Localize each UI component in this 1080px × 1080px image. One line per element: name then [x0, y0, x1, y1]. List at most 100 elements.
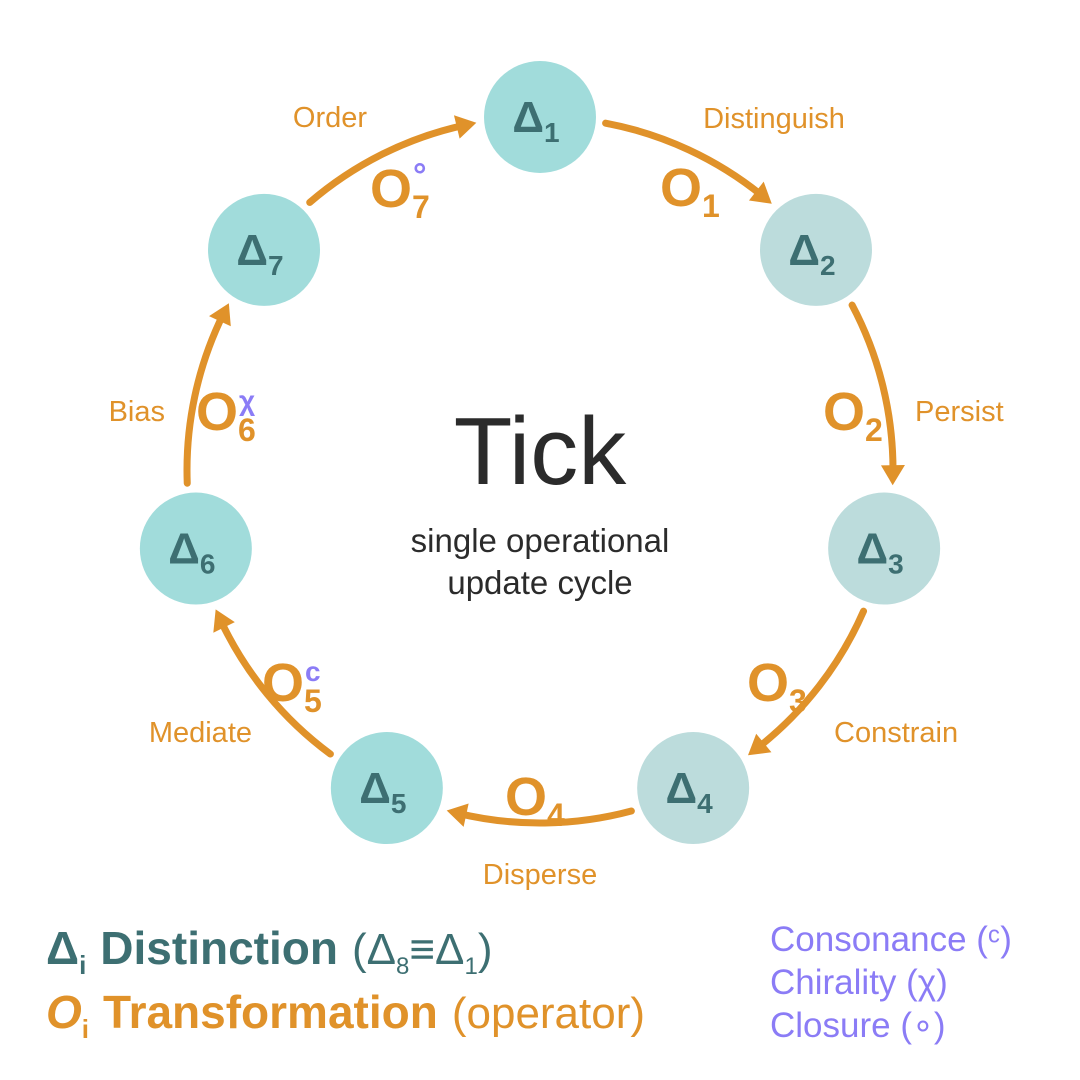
- node-index: 4: [697, 788, 713, 819]
- node-index: 1: [544, 117, 560, 148]
- operator-index: 4: [547, 797, 565, 833]
- node-symbol: Δ: [666, 764, 698, 813]
- node-circle: [828, 492, 941, 605]
- operator-verb-mediate: Mediate: [149, 717, 252, 749]
- property-chirality: Chirality (χ): [770, 963, 948, 1002]
- arrowhead-icon: [453, 115, 477, 139]
- node-symbol: Δ: [857, 525, 889, 574]
- operator-symbol: O: [747, 653, 789, 713]
- edge-line: [183, 310, 227, 487]
- node-circle: [637, 732, 750, 845]
- node-delta-7: Δ7: [208, 193, 321, 306]
- arrowhead-icon: [446, 803, 469, 827]
- node-index: 6: [200, 549, 216, 580]
- node-circle: [484, 61, 596, 173]
- node-index: 2: [820, 250, 836, 281]
- operator-property-superscript: χ: [239, 385, 255, 416]
- operator-index: 6: [238, 412, 256, 448]
- transformation-note: (operator): [451, 989, 646, 1038]
- operator-verb-persist: Persist: [915, 396, 1004, 428]
- diagram-subtitle-line-1: single operational: [411, 522, 670, 559]
- operator-verb-disperse: Disperse: [483, 859, 597, 891]
- edge-arrow-4-to-5: [446, 803, 635, 827]
- operator-index: 3: [789, 683, 807, 719]
- arrowhead-icon: [747, 733, 772, 756]
- node-circle: [330, 732, 443, 845]
- node-label: Δ5: [359, 764, 406, 819]
- operator-symbol: O: [823, 382, 865, 442]
- node-circle: [208, 193, 321, 306]
- arrowhead-icon: [748, 181, 772, 204]
- node-symbol: Δ: [359, 764, 391, 813]
- operator-property-superscript: °: [413, 157, 427, 195]
- operator-verb-order: Order: [293, 102, 367, 134]
- node-index: 5: [391, 788, 407, 819]
- node-delta-2: Δ2: [759, 193, 872, 306]
- distinction-name: Distinction: [100, 922, 338, 974]
- edge-line: [754, 607, 868, 752]
- arrowhead-icon: [213, 609, 235, 633]
- node-label: Δ3: [857, 525, 904, 580]
- operator-index: 5: [304, 683, 322, 719]
- operator-verb-constrain: Constrain: [834, 717, 958, 749]
- node-symbol: Δ: [512, 93, 544, 142]
- edge-line: [602, 119, 767, 200]
- operator-index: 2: [865, 412, 883, 448]
- operator-symbol: O: [660, 158, 702, 218]
- node-circle: [759, 193, 872, 306]
- arrowhead-icon: [880, 465, 905, 486]
- node-label: Δ4: [666, 764, 714, 819]
- property-legend: Consonance (ᶜ) Chirality (χ) Closure (∘): [770, 918, 1012, 1047]
- operator-verb-bias: Bias: [109, 396, 165, 428]
- note-sub-8: 8: [396, 953, 410, 980]
- node-index: 3: [888, 549, 904, 580]
- node-symbol: Δ: [788, 226, 820, 275]
- node-label: Δ6: [168, 525, 215, 580]
- node-symbol: Δ: [236, 226, 268, 275]
- node-delta-3: Δ3: [828, 492, 941, 605]
- note-mid: ≡Δ: [409, 925, 465, 974]
- node-delta-6: Δ6: [139, 492, 252, 605]
- operator-symbol: O: [262, 653, 304, 713]
- distinction-subscript: i: [79, 950, 87, 980]
- diagram-subtitle-line-2: update cycle: [447, 564, 632, 601]
- operator-property-superscript: c: [305, 656, 321, 687]
- edge-line: [306, 121, 469, 206]
- note-open: (Δ: [351, 925, 397, 974]
- node-circle: [139, 492, 252, 605]
- note-sub-1: 1: [464, 953, 478, 980]
- arrowhead-icon: [209, 303, 231, 327]
- operator-symbol: O: [196, 382, 238, 442]
- node-label: Δ1: [512, 93, 559, 148]
- node-index: 7: [268, 250, 284, 281]
- edge-arrow-1-to-2: [602, 119, 772, 204]
- distinction-symbol: Δ: [46, 922, 80, 974]
- node-symbol: Δ: [168, 525, 200, 574]
- property-consonance: Consonance (ᶜ): [770, 920, 1012, 959]
- node-delta-4: Δ4: [637, 732, 750, 845]
- transformation-name: Transformation: [103, 986, 438, 1038]
- note-close: ): [477, 925, 493, 974]
- edge-arrow-6-to-7: [183, 303, 231, 487]
- diagram-title: Tick: [454, 398, 627, 505]
- edge-arrow-5-to-6: [213, 609, 334, 758]
- node-delta-5: Δ5: [330, 732, 443, 845]
- operator-index: 1: [702, 188, 720, 224]
- edge-line: [217, 616, 334, 758]
- edge-line: [454, 807, 635, 827]
- node-label: Δ2: [788, 226, 835, 281]
- node-delta-1: Δ1: [484, 61, 596, 173]
- operator-verb-distinguish: Distinguish: [703, 103, 845, 135]
- operator-index: 7: [412, 189, 430, 225]
- operator-symbol: O: [370, 159, 412, 219]
- edge-line: [848, 301, 897, 477]
